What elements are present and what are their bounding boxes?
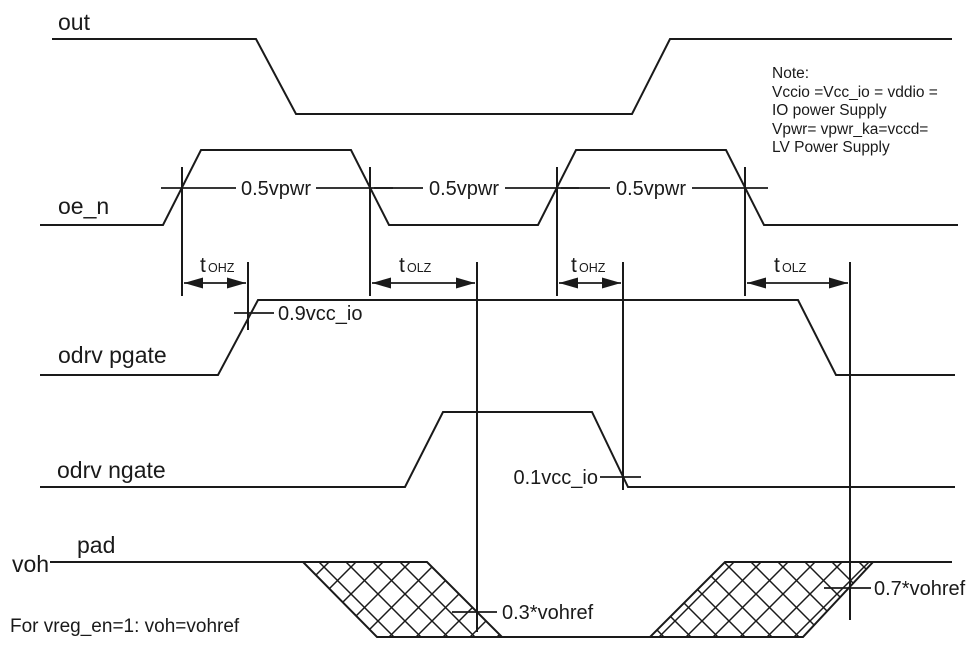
tolz-arrow-1 xyxy=(372,277,475,289)
svg-text:t: t xyxy=(399,254,405,277)
signal-label-voh: voh xyxy=(12,551,49,577)
pad-rising-hatch-region xyxy=(647,561,876,638)
odrv-ngate-waveform xyxy=(40,411,955,488)
threshold-label-0p9vccio: 0.9vcc_io xyxy=(278,303,363,325)
note-block: Note: Vccio =Vcc_io = vddio = IO power S… xyxy=(772,65,938,156)
signal-label-out: out xyxy=(58,9,91,35)
svg-text:t: t xyxy=(774,254,780,277)
signal-label-odrv-pgate: odrv pgate xyxy=(58,342,167,368)
tolz-label-2: t OLZ xyxy=(774,254,807,277)
note-line-4: LV Power Supply xyxy=(772,139,890,156)
svg-text:OHZ: OHZ xyxy=(208,261,235,275)
out-waveform xyxy=(52,38,952,115)
note-line-2: IO power Supply xyxy=(772,102,887,119)
threshold-label-0p5vpwr-3: 0.5vpwr xyxy=(616,178,686,200)
svg-text:OLZ: OLZ xyxy=(782,261,807,275)
signal-label-odrv-ngate: odrv ngate xyxy=(57,457,166,483)
svg-text:OHZ: OHZ xyxy=(579,261,606,275)
threshold-label-0p5vpwr-1: 0.5vpwr xyxy=(241,178,311,200)
footer-annotation: For vreg_en=1: voh=vohref xyxy=(10,616,240,637)
tohz-arrow-1 xyxy=(184,277,246,289)
threshold-label-0p7vohref: 0.7*vohref xyxy=(874,578,966,600)
tohz-label-2: t OHZ xyxy=(571,254,606,277)
signal-label-pad: pad xyxy=(77,532,115,558)
signal-label-oe-n: oe_n xyxy=(58,193,109,219)
tolz-label-1: t OLZ xyxy=(399,254,432,277)
threshold-label-0p5vpwr-2: 0.5vpwr xyxy=(429,178,499,200)
pad-falling-hatch-region xyxy=(300,561,505,638)
tohz-arrow-2 xyxy=(559,277,621,289)
tohz-label-1: t OHZ xyxy=(200,254,235,277)
note-line-3: Vpwr= vpwr_ka=vccd= xyxy=(772,121,928,138)
svg-text:OLZ: OLZ xyxy=(407,261,432,275)
odrv-pgate-waveform xyxy=(40,299,955,376)
tolz-arrow-2 xyxy=(747,277,848,289)
svg-text:t: t xyxy=(571,254,577,277)
svg-text:t: t xyxy=(200,254,206,277)
note-line-1: Vccio =Vcc_io = vddio = xyxy=(772,84,938,101)
note-title: Note: xyxy=(772,65,809,82)
threshold-label-0p3vohref: 0.3*vohref xyxy=(502,602,594,624)
threshold-label-0p1vccio: 0.1vcc_io xyxy=(514,467,599,489)
